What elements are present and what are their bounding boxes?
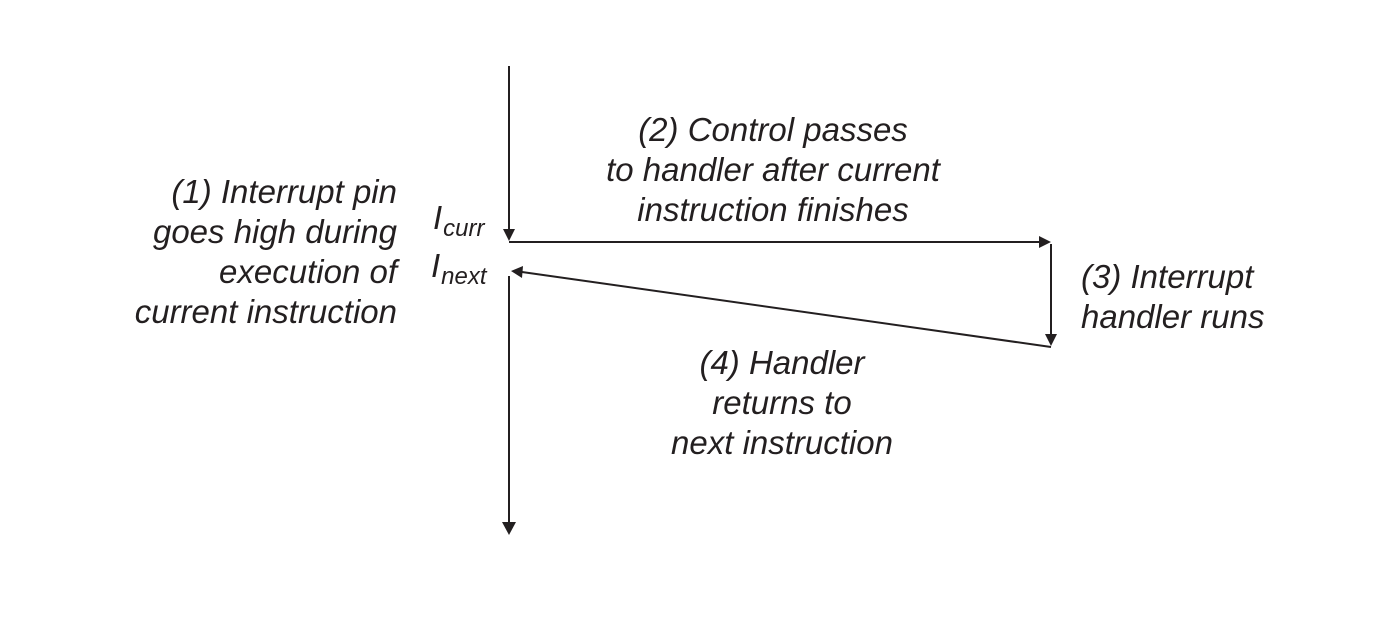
step-2-line: to handler after current <box>606 151 940 188</box>
instr-curr-subscript: curr <box>443 215 485 242</box>
step-1-line: execution of <box>219 253 397 290</box>
step-4-line: next instruction <box>671 424 893 461</box>
step-2-label: (2) Control passes to handler after curr… <box>606 110 940 230</box>
step-4-line: (4) Handler <box>699 344 865 381</box>
step-2-line: (2) Control passes <box>638 111 908 148</box>
step-3-line: (3) Interrupt <box>1081 258 1254 295</box>
arrowhead-down-bottom <box>502 522 516 535</box>
step-1-line: current instruction <box>134 293 397 330</box>
current-instruction-label: Icurr <box>433 200 485 247</box>
arrowhead-return-next <box>511 266 523 278</box>
instr-next-subscript: next <box>441 263 487 290</box>
step-1-line: goes high during <box>152 213 397 250</box>
instr-curr-base: I <box>433 199 443 236</box>
step-3-line: handler runs <box>1081 298 1265 335</box>
step-1-line: (1) Interrupt pin <box>171 173 397 210</box>
step-4-line: returns to <box>712 384 852 421</box>
instr-next-base: I <box>431 247 441 284</box>
step-2-line: instruction finishes <box>637 191 909 228</box>
next-instruction-label: Inext <box>431 248 487 295</box>
arrowhead-down-handler-end <box>1045 334 1057 346</box>
arrowhead-down-curr <box>503 229 515 241</box>
arrowhead-right-handler <box>1039 236 1051 248</box>
step-1-label: (1) Interrupt pin goes high during execu… <box>135 172 397 332</box>
handler-return-line <box>521 271 1052 348</box>
step-4-label: (4) Handler returns to next instruction <box>671 343 893 463</box>
step-3-label: (3) Interrupt handler runs <box>1081 257 1264 337</box>
